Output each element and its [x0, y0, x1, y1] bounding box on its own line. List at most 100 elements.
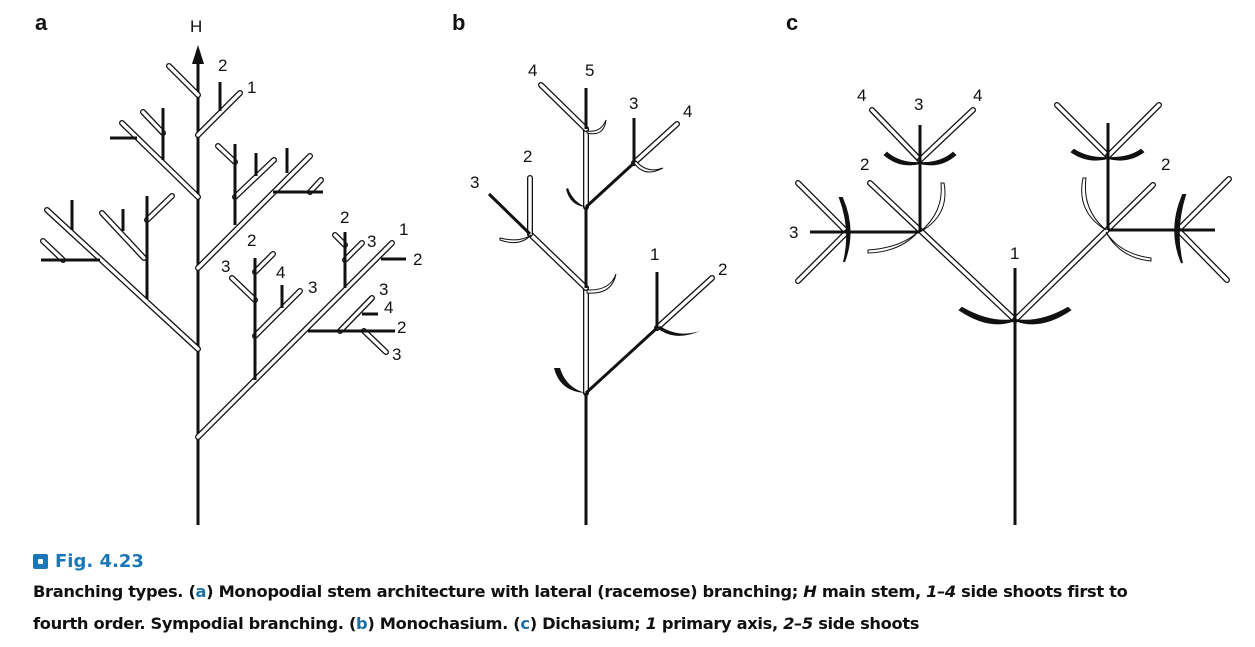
bract-b-4 — [586, 273, 617, 294]
monochasium-hollow-shoots — [527, 82, 715, 396]
caption-seg: Branching types. ( — [33, 582, 196, 601]
dichasium-solid-shoots — [810, 123, 1215, 525]
bract-b-5 — [499, 234, 532, 244]
bract-c-l3-right — [919, 151, 957, 166]
shoot-b-1 — [584, 326, 659, 395]
shoot-c-4-left — [869, 107, 923, 163]
bract-b-6 — [633, 160, 664, 173]
panel-a: a H 2 1 2 3 1 2 2 3 4 3 3 4 2 3 — [35, 10, 422, 525]
shoot-c-right-down — [1175, 227, 1230, 283]
shoot-c-left-down — [795, 229, 850, 284]
panel-letter-b: b — [452, 10, 465, 35]
branch-a-1-right — [195, 240, 395, 440]
branch-a-upper-right — [195, 153, 313, 271]
label-b-2-right: 2 — [718, 260, 727, 279]
branch-a-1-top — [195, 90, 243, 138]
shoot-b-3-left — [487, 192, 532, 236]
label-c-4-left: 4 — [857, 86, 866, 105]
dichasium-hollow-shoots — [795, 102, 1232, 323]
label-a-4-mid: 4 — [276, 263, 285, 282]
bract-c-l-side — [838, 197, 851, 263]
shoot-c-2-left — [867, 180, 1018, 323]
figure-caption: Fig. 4.23 Branching types. (a) Monopodia… — [33, 548, 1248, 640]
monochasium-bracts — [499, 119, 700, 393]
shoot-c-2-right — [1012, 182, 1156, 323]
label-a-3-mid: 3 — [221, 257, 230, 276]
label-b-2: 2 — [523, 147, 532, 166]
caption-ref-b: b — [356, 614, 368, 633]
caption-seg: ) Dichasium; — [529, 614, 646, 633]
bract-b-2 — [657, 326, 700, 336]
shoot-c-right-up — [1175, 176, 1232, 233]
caption-italic: 2–5 — [783, 614, 813, 633]
shoot-c-4-right — [917, 107, 976, 163]
label-b-5: 5 — [585, 61, 594, 80]
panel-c: c 4 3 4 2 2 3 1 — [786, 10, 1232, 525]
shoot-b-2-right — [654, 275, 715, 331]
branch-a-r2-small — [332, 232, 348, 248]
branch-a-lower-left — [44, 207, 201, 352]
caption-seg: ) Monochasium. ( — [367, 614, 521, 633]
branch-a-upper-left — [119, 120, 201, 200]
second-order-branches — [41, 82, 406, 380]
shoot-b-3-branch — [584, 161, 636, 209]
figure-title: Fig. 4.23 — [33, 548, 1248, 574]
label-b-4-top: 4 — [528, 61, 537, 80]
figure-badge-icon — [33, 553, 48, 569]
branch-a-3-mid-b — [252, 288, 303, 339]
label-a-3-sub: 3 — [379, 280, 388, 299]
label-b-1: 1 — [650, 245, 659, 264]
panel-letter-c: c — [786, 10, 798, 35]
caption-seg: fourth order. Sympodial branching. ( — [33, 614, 357, 633]
branch-a-3-mid — [229, 275, 258, 303]
shoot-b-4-right — [631, 121, 680, 166]
shoot-c-r-4-left — [1054, 102, 1111, 159]
label-c-4-right: 4 — [973, 86, 982, 105]
label-a-2-mid: 2 — [247, 231, 256, 250]
caption-text: Branching types. (a) Monopodial stem arc… — [33, 576, 1248, 640]
label-a-2-right: 2 — [340, 208, 349, 227]
bract-c-r3-right — [1107, 148, 1145, 161]
panel-letter-a: a — [35, 10, 48, 35]
panel-b: b 4 5 3 4 2 3 1 2 — [452, 10, 727, 525]
label-b-3-left: 3 — [470, 173, 479, 192]
label-c-3-top: 3 — [914, 95, 923, 114]
label-a-2-sub: 2 — [397, 318, 406, 337]
bract-c-r-open-1 — [1081, 177, 1107, 231]
caption-seg: primary axis, — [656, 614, 784, 633]
bract-c-primary-right — [1014, 306, 1072, 325]
label-c-3-left: 3 — [789, 223, 798, 242]
shoot-b-4-top — [538, 82, 589, 132]
first-order-branches — [40, 63, 395, 440]
bract-c-r-open-2 — [1105, 231, 1152, 262]
label-c-1: 1 — [1010, 244, 1019, 263]
bract-b-3 — [566, 188, 586, 207]
branch-a-top-left — [166, 63, 201, 98]
branch-a-ur-horiz-small — [307, 177, 324, 195]
branch-a-3-right — [342, 240, 365, 263]
shoot-c-r-4-right — [1105, 102, 1162, 159]
shoot-c-left-up — [795, 180, 850, 235]
branching-figure: a H 2 1 2 3 1 2 2 3 4 3 3 4 2 3 b — [35, 10, 1232, 525]
caption-italic: 1–4 — [926, 582, 956, 601]
bract-c-l-open-2 — [867, 231, 919, 254]
branch-a-3-sub-b — [361, 328, 389, 355]
bract-c-r-side — [1174, 194, 1187, 264]
label-a-3-sub-b: 3 — [392, 345, 401, 364]
bract-b-7 — [586, 119, 607, 135]
branch-a-ll-vert2-small — [144, 193, 175, 223]
monochasium-solid-shoots — [487, 88, 659, 525]
label-b-4-right: 4 — [683, 102, 692, 121]
main-stem-arrowhead — [192, 45, 204, 64]
branch-a-ul-small — [140, 109, 166, 136]
branch-a-3-sub — [337, 295, 375, 334]
figure-number: Fig. 4.23 — [55, 550, 144, 572]
branch-a-ur-sub — [232, 157, 277, 200]
branch-a-mid-small — [252, 251, 276, 275]
branch-a-ll-horiz-small — [40, 238, 66, 263]
shoot-b-axis-3 — [527, 231, 589, 291]
caption-seg: ) Monopodial stem architecture with late… — [206, 582, 804, 601]
label-a-3-right: 3 — [367, 232, 376, 251]
dichasium-bracts — [838, 148, 1187, 325]
label-a-3-mid-b: 3 — [308, 278, 317, 297]
